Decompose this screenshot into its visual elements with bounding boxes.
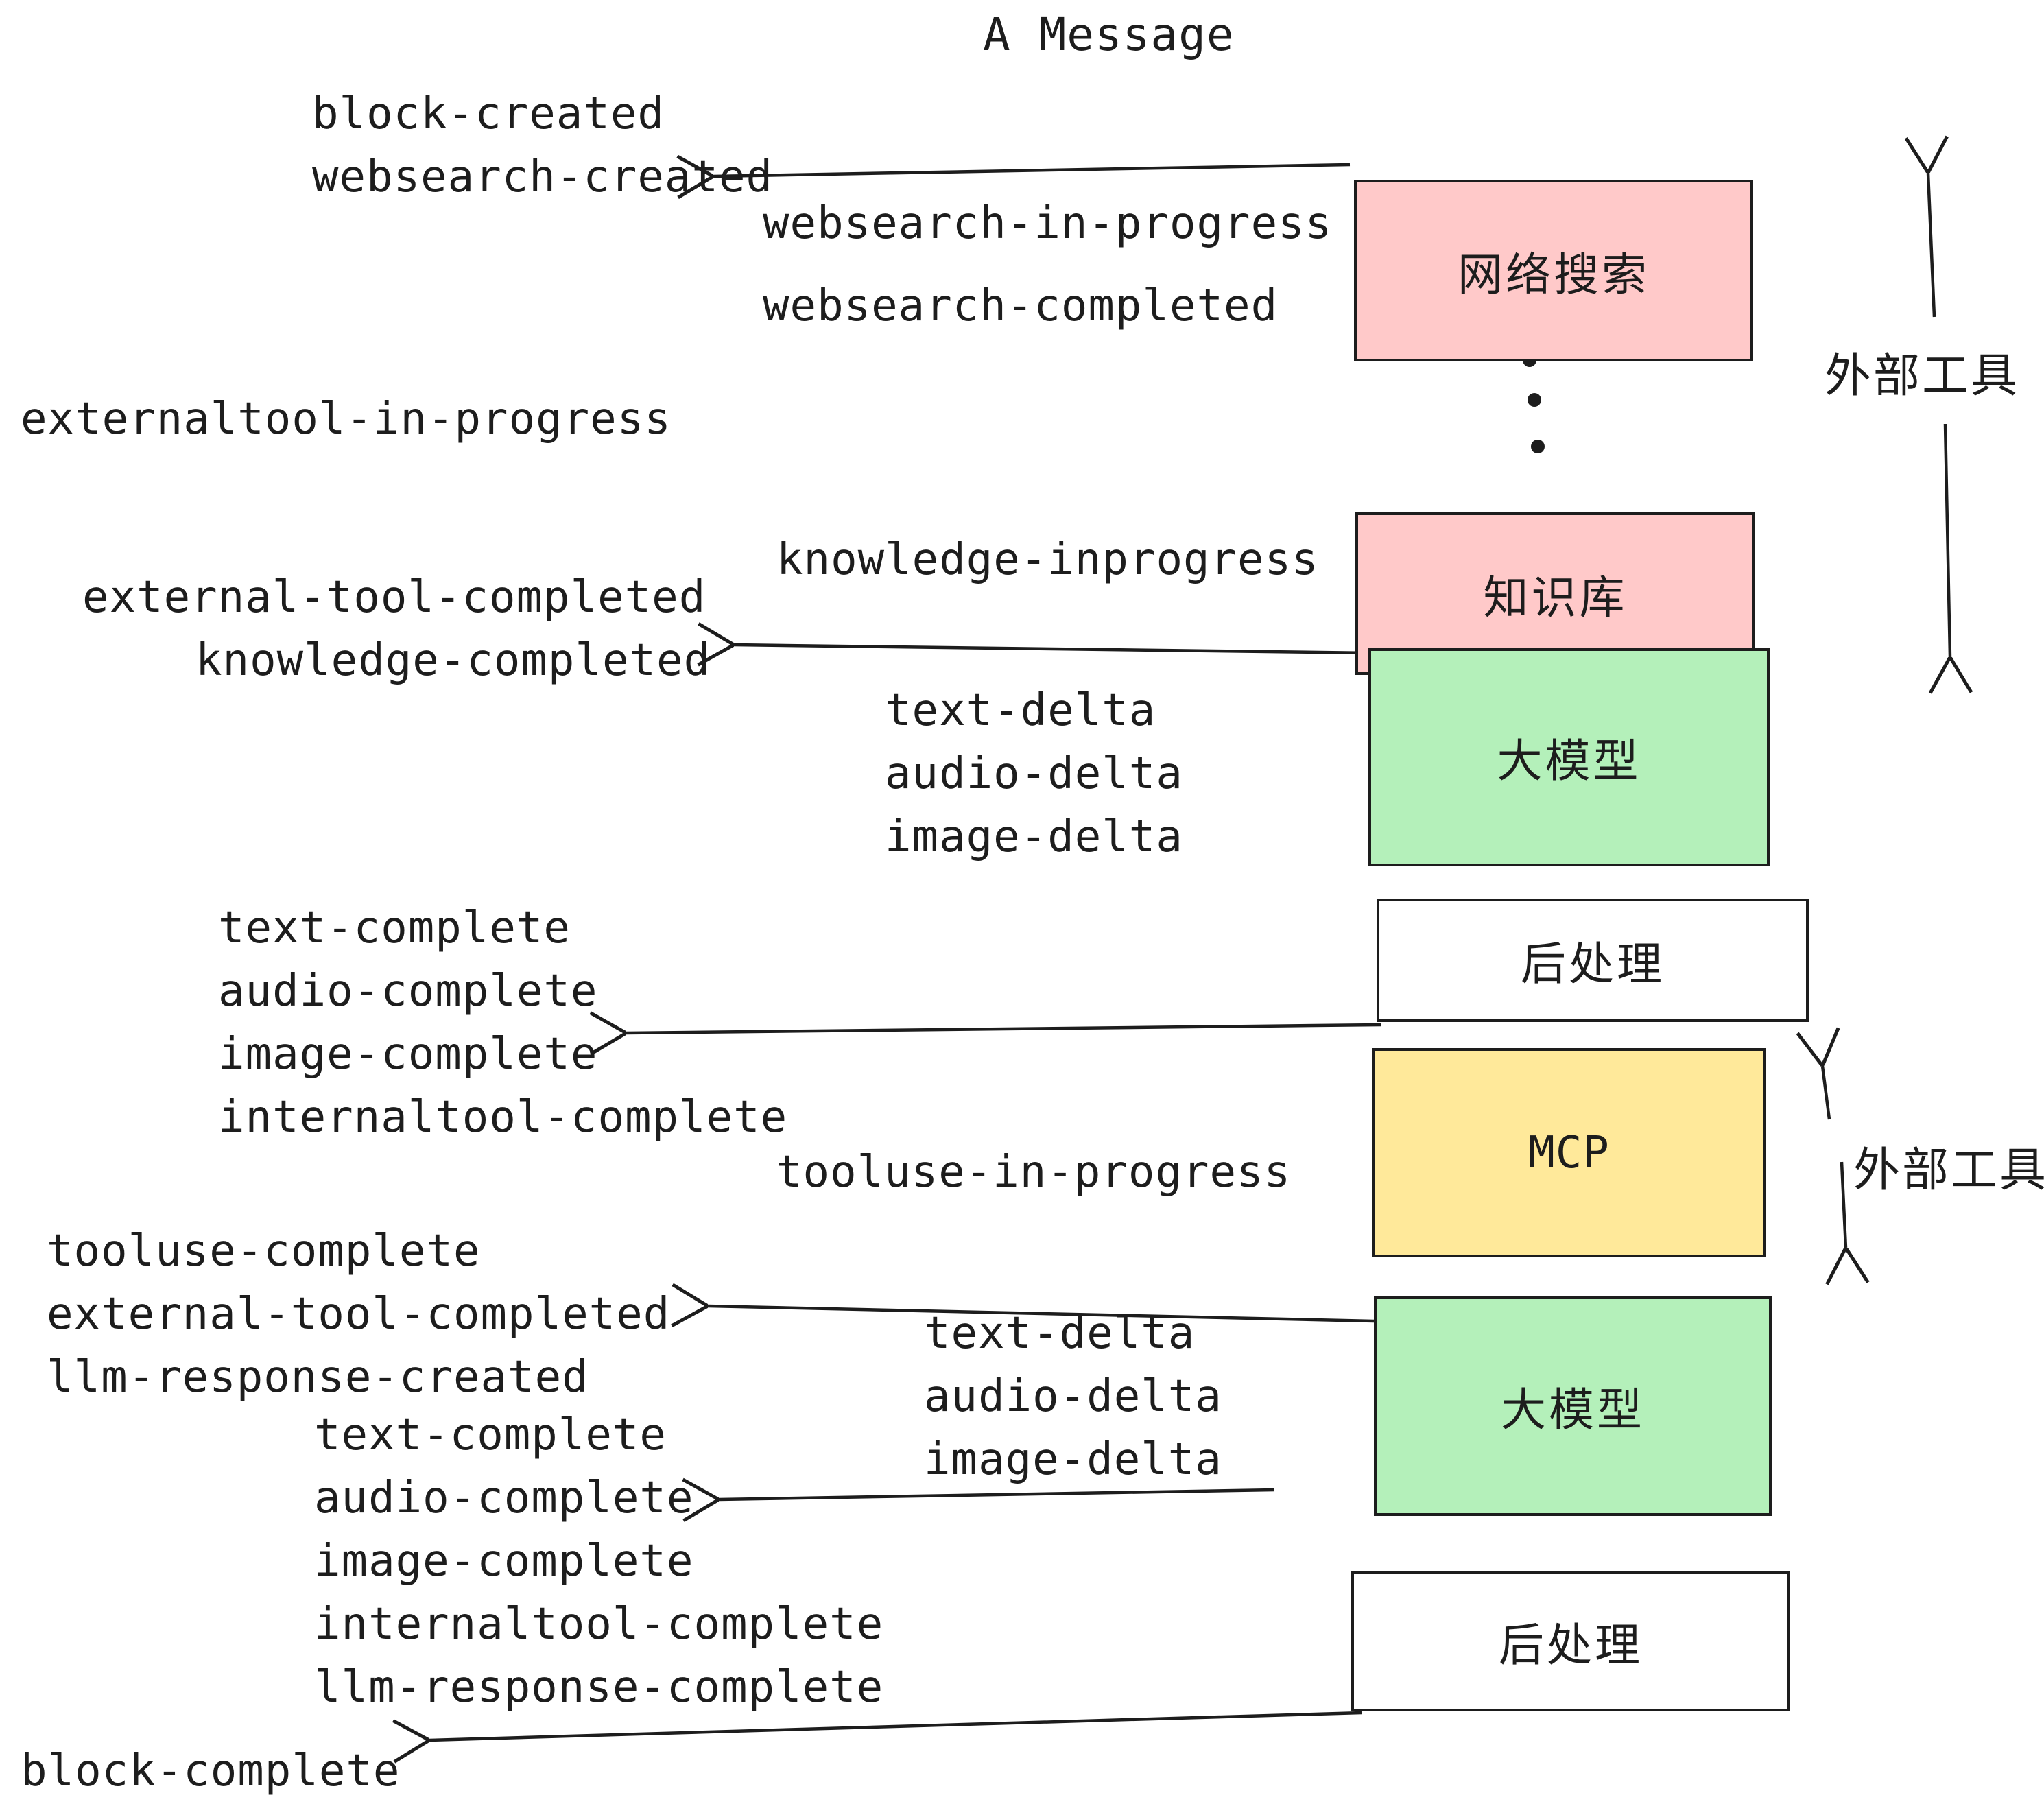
event-delta-list-1: text-delta audio-delta image-delta [885,685,1183,862]
box-llm-1-label: 大模型 [1497,735,1641,787]
arrow-websearch-created [713,165,1351,176]
event-external-tool-completed: external-tool-completed [82,572,706,623]
event-tooluse-in-progress: tooluse-in-progress [776,1147,1292,1198]
event-knowledge-inprogress: knowledge-inprogress [776,534,1319,585]
event-knowledge-completed: knowledge-completed [195,635,711,686]
external-tools-up-arrow-2 [1822,1066,1829,1120]
external-tools-label-mid: 外部工具 [1853,1143,2044,1198]
box-llm-2-label: 大模型 [1501,1384,1645,1436]
box-post-1-label: 后处理 [1521,938,1665,990]
external-tools-down-arrow-1 [1945,423,1950,657]
box-websearch-label: 网络搜索 [1458,248,1650,301]
event-websearch-completed: websearch-completed [763,281,1279,331]
external-tools-down-arrow-2 [1842,1161,1846,1248]
box-post-2: 后处理 [1351,1571,1790,1711]
arrow-knowledge-completed [734,645,1372,653]
event-complete-list-2: text-complete audio-complete image-compl… [314,1410,884,1713]
event-websearch-in-progress: websearch-in-progress [763,198,1333,249]
box-mcp: MCP [1372,1048,1766,1257]
box-knowledge: 知识库 [1355,512,1755,675]
box-mcp-label: MCP [1528,1127,1610,1178]
ellipsis-dots [1523,353,1545,453]
box-websearch: 网络搜索 [1354,180,1753,361]
event-block-complete: block-complete [21,1746,401,1796]
external-tools-label-top: 外部工具 [1825,349,2020,403]
event-block-websearch-created: block-created websearch-created [312,88,774,202]
event-complete-list-1: text-complete audio-complete image-compl… [218,903,788,1143]
box-post-1: 后处理 [1377,899,1809,1022]
box-llm-2: 大模型 [1374,1296,1772,1516]
event-tooluse-complete-list: tooluse-complete external-tool-completed… [47,1226,671,1403]
box-knowledge-label: 知识库 [1483,571,1628,624]
event-delta-list-2: text-delta audio-delta image-delta [924,1308,1222,1485]
event-externaltool-in-progress: externaltool-in-progress [21,394,672,444]
external-tools-up-arrow-1 [1928,173,1934,318]
box-post-2-label: 后处理 [1499,1618,1643,1672]
box-llm-1: 大模型 [1368,648,1770,866]
diagram-title: A Message [983,8,1235,61]
